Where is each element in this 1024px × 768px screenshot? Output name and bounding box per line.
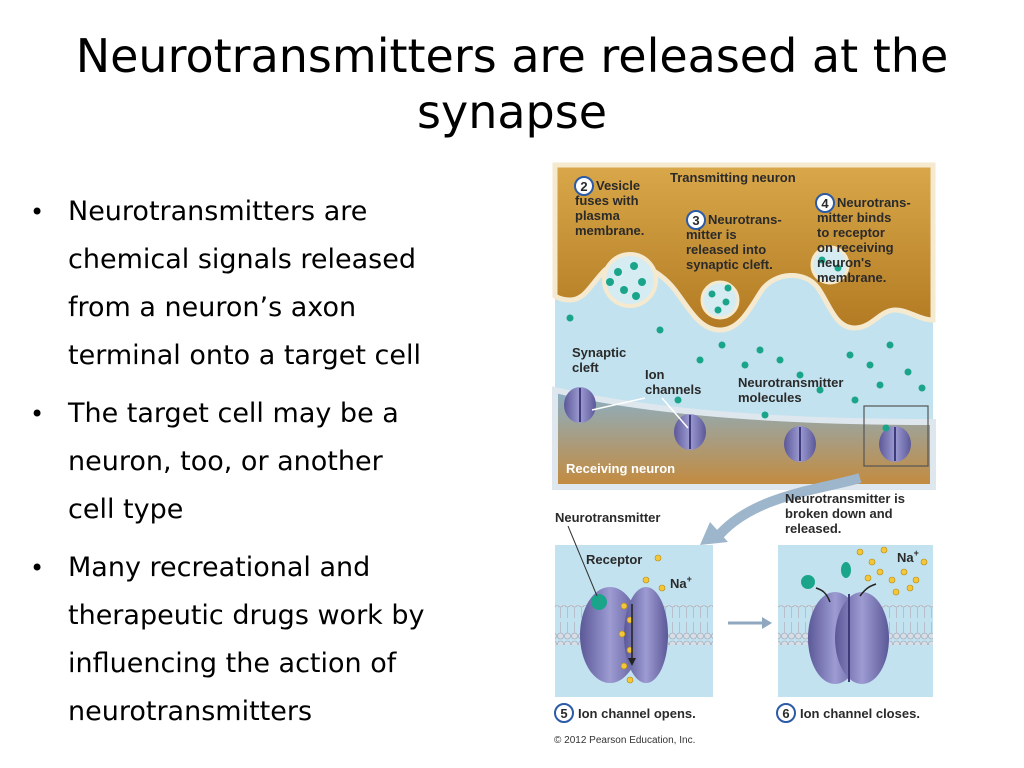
- bullet-list: • Neurotransmitters are chemical signals…: [22, 188, 502, 746]
- synaptic-cleft-label: Synaptic: [572, 345, 626, 360]
- ion-flow-arrowhead: [628, 658, 636, 666]
- open-ion-channel-left: [580, 587, 640, 683]
- svg-text:2: 2: [580, 179, 587, 194]
- step-2-badge: 2: [574, 176, 594, 196]
- neurotransmitter-label: Neurotransmitter: [555, 510, 660, 525]
- sodium-ions: [618, 554, 666, 684]
- svg-text:3: 3: [692, 213, 699, 228]
- step-4-text: on receiving: [817, 240, 894, 255]
- bullet-line: from a neuron’s axon: [68, 292, 357, 323]
- copyright-text: © 2012 Pearson Education, Inc.: [554, 735, 695, 746]
- sodium-ions: [856, 546, 928, 596]
- bullet-line: terminal onto a target cell: [68, 340, 421, 371]
- step-4-badge: 4: [815, 193, 835, 213]
- ion-channels-label: channels: [645, 382, 701, 397]
- release-arrow: [859, 583, 877, 597]
- ion-channel: [674, 414, 706, 450]
- bullet-line: Many recreational and: [68, 552, 371, 583]
- bullet-line: influencing the action of: [68, 648, 397, 679]
- step-3-text: mitter is: [686, 227, 737, 242]
- released-neurotransmitter: [841, 562, 851, 578]
- bullet-dot: •: [30, 554, 45, 582]
- svg-text:6: 6: [782, 706, 789, 721]
- release-arrow: [815, 587, 831, 603]
- bound-neurotransmitter: [591, 594, 607, 610]
- broken-down-label: broken down and: [785, 506, 893, 521]
- bullet-line: therapeutic drugs work by: [68, 600, 425, 631]
- step-4-text: mitter binds: [817, 210, 891, 225]
- ion-channel: [784, 426, 816, 462]
- step-2-text: plasma: [575, 208, 621, 223]
- leader-line: [661, 397, 689, 429]
- zoom-arrow-head: [700, 522, 728, 545]
- bullet-line: Neurotransmitters are: [68, 196, 368, 227]
- bullet-item-3: • Many recreational and therapeutic drug…: [22, 544, 502, 736]
- bullet-line: The target cell may be a: [68, 398, 399, 429]
- transition-arrowhead: [762, 617, 772, 629]
- svg-text:5: 5: [560, 706, 567, 721]
- ion-channel: [564, 387, 596, 423]
- receptor-label: Receptor: [586, 552, 642, 567]
- nt-molecules-label: molecules: [738, 390, 802, 405]
- synapse-figure: 2 Vesicle fuses with plasma membrane. Tr…: [550, 160, 955, 755]
- bullet-line: chemical signals released: [68, 244, 416, 275]
- step-2-text: fuses with: [575, 193, 639, 208]
- bullet-dot: •: [30, 198, 45, 226]
- step-4-text: Neurotrans-: [837, 195, 911, 210]
- step-6-badge: 6: [776, 703, 796, 723]
- slide-title: Neurotransmitters are released at the sy…: [0, 28, 1024, 140]
- open-ion-channel-right: [624, 587, 668, 683]
- step-5-caption: Ion channel opens.: [578, 706, 696, 721]
- step-2-text: Vesicle: [596, 178, 640, 193]
- nt-molecules-label: Neurotransmitter: [738, 375, 843, 390]
- bullet-item-2: • The target cell may be a neuron, too, …: [22, 390, 502, 534]
- broken-down-label: Neurotransmitter is: [785, 491, 905, 506]
- step-2-text: membrane.: [575, 223, 644, 238]
- synapse-illustration: 2 Vesicle fuses with plasma membrane. Tr…: [552, 162, 936, 746]
- bullet-item-1: • Neurotransmitters are chemical signals…: [22, 188, 502, 380]
- closed-ion-channel-right: [835, 592, 889, 684]
- vesicle: [810, 245, 850, 285]
- broken-down-label: released.: [785, 521, 841, 536]
- step-3-text: Neurotrans-: [708, 212, 782, 227]
- svg-text:4: 4: [821, 196, 829, 211]
- ion-channels-label: Ion: [645, 367, 665, 382]
- step-3-text: released into: [686, 242, 766, 257]
- title-line-2: synapse: [417, 85, 607, 139]
- leader-line: [591, 397, 646, 411]
- transmitting-neuron-label: Transmitting neuron: [670, 170, 796, 185]
- na-left-label: Na+: [670, 574, 692, 591]
- step-4-text: neuron's: [817, 255, 871, 270]
- bullet-line: cell type: [68, 494, 184, 525]
- zoom-arrow: [711, 473, 862, 544]
- zoom-box: [863, 405, 929, 467]
- step-4-text: to receptor: [817, 225, 885, 240]
- title-line-1: Neurotransmitters are released at the: [75, 29, 949, 83]
- bullet-line: neuron, too, or another: [68, 446, 383, 477]
- vesicle: [602, 252, 658, 308]
- step-6-caption: Ion channel closes.: [800, 706, 920, 721]
- neurotransmitter-molecules: [566, 256, 926, 432]
- ion-channel: [879, 426, 911, 462]
- synaptic-cleft-label: cleft: [572, 360, 599, 375]
- transmitting-neuron-membrane: [552, 162, 936, 333]
- step-5-badge: 5: [554, 703, 574, 723]
- step-3-badge: 3: [686, 210, 706, 230]
- step-4-text: membrane.: [817, 270, 886, 285]
- leader-line: [567, 525, 598, 597]
- bullet-dot: •: [30, 400, 45, 428]
- bullet-line: neurotransmitters: [68, 696, 313, 727]
- step-3-text: synaptic cleft.: [686, 257, 773, 272]
- receiving-neuron-label: Receiving neuron: [566, 461, 675, 476]
- na-right-label: Na+: [897, 548, 919, 565]
- released-neurotransmitter: [801, 575, 815, 589]
